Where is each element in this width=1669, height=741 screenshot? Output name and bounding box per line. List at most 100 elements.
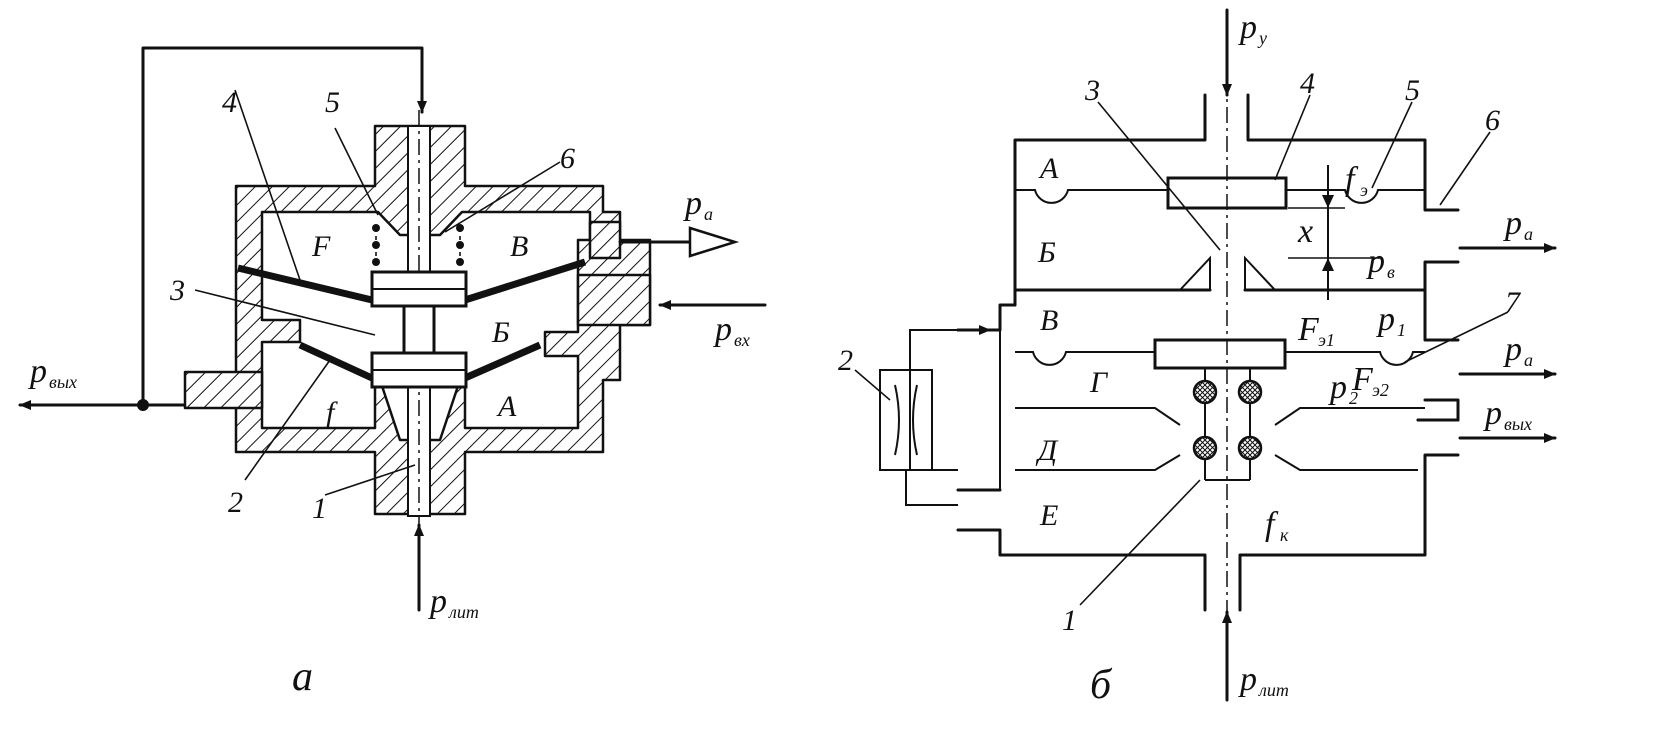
svg-text:в: в	[1387, 262, 1395, 282]
ball-valve	[1192, 379, 1218, 405]
svg-text:p: p	[1376, 301, 1395, 338]
svg-text:a: a	[1524, 224, 1533, 244]
svg-text:p: p	[28, 353, 47, 390]
svg-text:p: p	[683, 185, 702, 222]
leader-2	[244, 359, 331, 481]
leader-4b	[1274, 94, 1311, 181]
part-number-1b: 1	[1062, 604, 1077, 637]
leader-5b	[1371, 101, 1413, 189]
svg-text:2: 2	[1349, 388, 1358, 408]
svg-text:f: f	[1265, 506, 1279, 543]
chamber-E-b: Е	[1039, 499, 1058, 532]
svg-text:1: 1	[1397, 320, 1406, 340]
chamber-B-b: Б	[1037, 236, 1056, 269]
chamber-A-b: А	[1038, 152, 1059, 185]
svg-text:p: p	[1366, 243, 1385, 280]
leader-3b	[1097, 101, 1221, 251]
svg-text:вх: вх	[734, 330, 750, 350]
caption-b: б	[1090, 662, 1113, 708]
svg-text:p: p	[1238, 9, 1257, 46]
leader-1	[324, 464, 416, 496]
svg-text:a: a	[1524, 350, 1533, 370]
label-p-atm: p a	[683, 185, 713, 224]
svg-text:p: p	[1328, 369, 1347, 406]
chamber-G-b: Г	[1089, 366, 1109, 399]
svg-text:f: f	[1345, 161, 1359, 198]
plate-lower	[1153, 338, 1287, 370]
label-p-out-b: p вых	[1483, 395, 1532, 434]
part-number-7b: 7	[1505, 286, 1522, 319]
part-number-3: 3	[169, 274, 185, 307]
part-number-4b: 4	[1300, 67, 1315, 100]
chamber-f: f	[326, 396, 338, 429]
leader-6b	[1439, 131, 1491, 206]
svg-text:F: F	[1351, 361, 1374, 398]
label-f-e: f э	[1345, 161, 1368, 200]
upper-diaphragm-right	[463, 258, 587, 304]
leader-3	[194, 289, 376, 336]
part-number-1: 1	[312, 492, 327, 525]
diaphragm-a	[1015, 189, 1168, 204]
part-number-2: 2	[228, 486, 243, 519]
label-F-e1: F э1	[1297, 311, 1335, 350]
exhaust-port	[588, 220, 622, 260]
leader-7b	[1404, 311, 1509, 363]
svg-text:p: p	[1503, 205, 1522, 242]
svg-text:э1: э1	[1318, 330, 1335, 350]
svg-text:вых: вых	[49, 372, 77, 392]
label-p-v-b: p в	[1366, 243, 1395, 282]
upper-diaphragm-left	[237, 264, 373, 304]
part-number-6b: 6	[1485, 104, 1500, 137]
leader-2b	[854, 369, 891, 401]
svg-text:p: p	[428, 583, 447, 620]
label-F-e2: F э2	[1351, 361, 1389, 400]
leader-1b	[1079, 479, 1201, 606]
nozzle-right	[1244, 255, 1278, 291]
housing-outline-left	[956, 93, 1207, 332]
throttle-2	[879, 369, 933, 471]
part-number-6: 6	[560, 142, 575, 175]
svg-text:p: p	[713, 311, 732, 348]
label-p2-b: p 2	[1328, 369, 1358, 408]
svg-text:к: к	[1280, 525, 1289, 545]
label-p-atm-top-b: p a	[1503, 205, 1533, 244]
leader-4	[234, 89, 301, 281]
label-p-out: p вых	[28, 353, 77, 392]
lower-diaphragm-right	[463, 341, 542, 382]
svg-text:лит: лит	[448, 602, 479, 622]
part-number-5b: 5	[1405, 74, 1420, 107]
label-p-atm-mid-b: p a	[1503, 331, 1533, 370]
label-p-in: p вх	[713, 311, 750, 350]
outlet-port	[183, 370, 264, 410]
chamber-V-b: В	[1040, 304, 1058, 337]
chamber-B: Б	[491, 316, 510, 349]
label-f-k: f к	[1265, 506, 1289, 545]
lower-diaphragm-left	[298, 341, 374, 382]
svg-text:a: a	[704, 204, 713, 224]
leader-6	[444, 161, 561, 233]
nozzle-left	[1177, 255, 1211, 291]
svg-text:вых: вых	[1504, 414, 1532, 434]
figure-b-schematic: 3 4 5 6 7 2 1 А Б В Г Д Е p у p лит p a …	[838, 8, 1557, 708]
svg-text:p: p	[1238, 661, 1257, 698]
part-number-5: 5	[325, 86, 340, 119]
svg-text:F: F	[1297, 311, 1320, 348]
inlet-port	[576, 273, 652, 327]
svg-text:лит: лит	[1258, 680, 1289, 700]
chamber-F: F	[311, 230, 331, 263]
chamber-V: В	[510, 230, 528, 263]
spring	[372, 224, 464, 266]
svg-text:p: p	[1503, 331, 1522, 368]
label-p-supply-b: p лит	[1238, 661, 1289, 700]
part-number-4: 4	[222, 86, 237, 119]
stem	[402, 304, 436, 355]
label-x: x	[1297, 213, 1313, 250]
chamber-A: А	[496, 390, 517, 423]
svg-text:p: p	[1483, 395, 1502, 432]
svg-text:э: э	[1360, 180, 1368, 200]
caption-a: а	[292, 654, 313, 700]
chamber-D-b: Д	[1035, 434, 1059, 467]
figure-a-schematic: 4 5 6 3 2 1 F В Б А f p вых p вх p a p л…	[18, 46, 767, 700]
